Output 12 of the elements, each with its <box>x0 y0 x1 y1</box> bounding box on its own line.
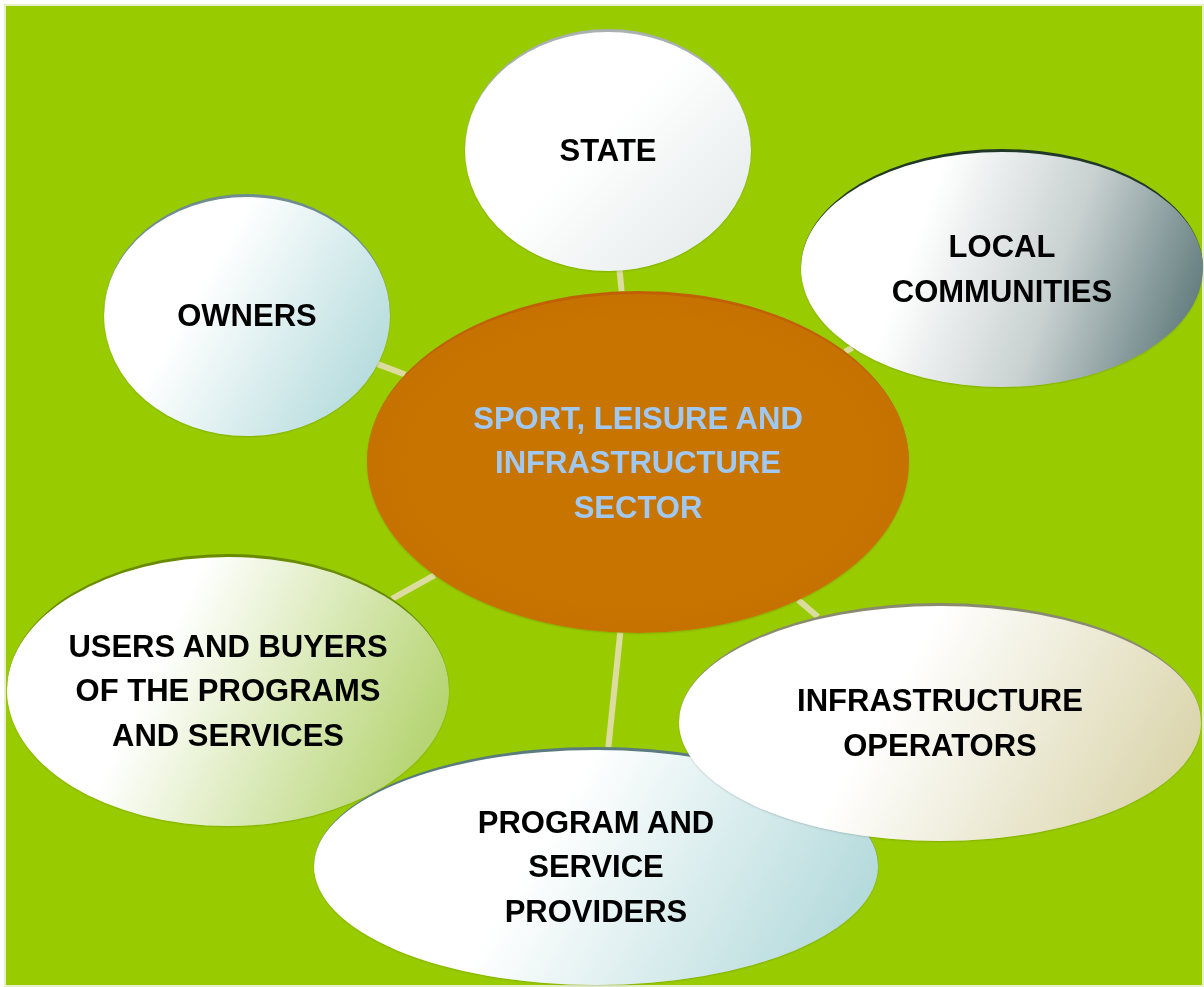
node-label: OWNERS <box>177 297 317 336</box>
connector-line <box>605 632 624 748</box>
node-label: SPORT, LEISURE AND INFRASTRUCTURE SECTOR <box>472 400 804 527</box>
node-label: LOCAL COMMUNITIES <box>890 228 1114 311</box>
node-label: STATE <box>559 132 657 171</box>
node-label: PROGRAM AND SERVICE PROVIDERS <box>476 804 716 931</box>
node-label: USERS AND BUYERS OF THE PROGRAMS AND SERVICES <box>67 628 389 755</box>
node-label: INFRASTRUCTURE OPERATORS <box>796 682 1084 765</box>
connector-line <box>376 361 407 378</box>
connector-line <box>390 572 437 602</box>
connector-line <box>616 270 625 292</box>
connector-line <box>796 597 820 620</box>
